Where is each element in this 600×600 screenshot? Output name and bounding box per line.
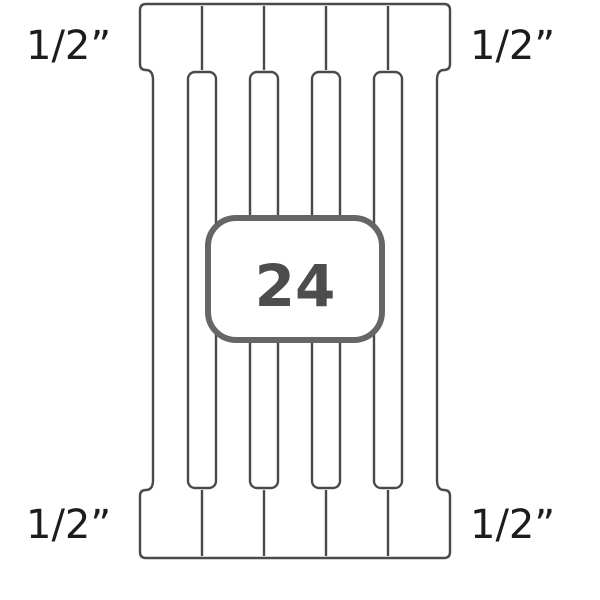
section-count-badge: [205, 215, 385, 343]
connection-bottom-left-label: 1/2”: [26, 502, 112, 548]
connection-bottom-right-label: 1/2”: [470, 502, 556, 548]
connection-top-left-label: 1/2”: [26, 23, 112, 69]
connection-top-right-label: 1/2”: [470, 23, 556, 69]
section-count-text: 24: [255, 252, 336, 320]
